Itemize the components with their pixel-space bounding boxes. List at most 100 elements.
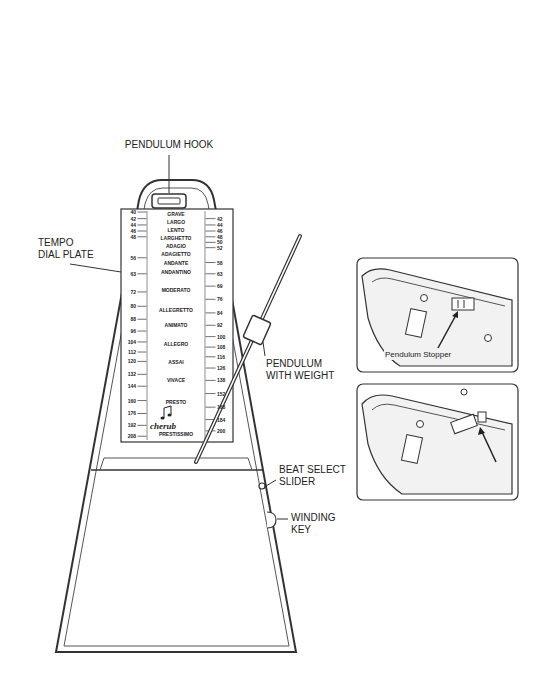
part-label: PENDULUM WITH WEIGHT — [266, 358, 340, 382]
tempo-number: 88 — [130, 317, 136, 322]
scale-tick — [206, 247, 216, 248]
screw — [417, 421, 424, 428]
tempo-number: 208 — [128, 434, 136, 439]
tempo-marking: LARGO — [167, 220, 185, 225]
arrow-line — [482, 432, 496, 462]
tempo-number: 96 — [130, 329, 136, 334]
base-underside — [362, 269, 512, 366]
scale-tick — [206, 273, 216, 274]
tempo-number: 80 — [130, 304, 136, 309]
tempo-marking: ANIMATO — [165, 323, 188, 328]
stopper-detail — [464, 300, 465, 308]
tempo-number: 84 — [217, 310, 223, 315]
pendulum-recess — [100, 458, 252, 470]
tempo-marking: ALLEGRO — [164, 342, 188, 347]
tempo-marking: LENTO — [168, 228, 185, 233]
arrow-line — [438, 315, 456, 348]
scale-tick — [138, 224, 147, 225]
arrow-head — [478, 427, 485, 435]
base-edge — [372, 278, 505, 306]
arrow-head — [452, 311, 458, 318]
tempo-number: 100 — [217, 334, 225, 339]
tempo-number: 69 — [217, 284, 223, 289]
scale-tick — [206, 236, 216, 237]
scale-tick — [206, 368, 216, 369]
scale-tick — [206, 224, 216, 225]
inset-label: Pendulum Stopper — [384, 350, 452, 360]
tempo-marking: ADAGIETTO — [161, 252, 190, 257]
scale-tick — [138, 331, 147, 332]
pendulum-rod — [196, 236, 300, 462]
tempo-number: 50 — [217, 240, 223, 245]
note-icon — [164, 406, 171, 418]
scale-tick — [138, 374, 147, 375]
pendulum-rod — [196, 236, 300, 462]
tempo-number: 42 — [217, 216, 223, 221]
tempo-marking: ADAGIO — [166, 244, 186, 249]
base-line — [91, 469, 262, 471]
scale-tick — [206, 262, 216, 263]
tempo-number: 44 — [130, 222, 136, 227]
tempo-number: 46 — [217, 229, 223, 234]
leader-line — [70, 264, 121, 272]
leader-line — [266, 480, 276, 486]
tempo-number: 168 — [217, 405, 225, 410]
tempo-number: 52 — [217, 245, 223, 250]
screw — [485, 335, 492, 342]
tempo-number: 63 — [130, 271, 136, 276]
scale-tick — [138, 352, 147, 353]
tempo-number: 184 — [217, 417, 225, 422]
tempo-number: 116 — [217, 354, 225, 359]
tempo-number: 132 — [128, 372, 136, 377]
pendulum-weight — [243, 315, 271, 345]
scale-tick — [206, 231, 216, 232]
scale-tick — [138, 386, 147, 387]
note-icon — [161, 417, 165, 420]
tempo-number: 63 — [217, 271, 223, 276]
stopper-detail — [478, 412, 486, 422]
scale-tick — [138, 273, 147, 274]
tempo-number: 138 — [217, 378, 225, 383]
scale-tick — [206, 242, 216, 243]
inset-frame — [357, 258, 518, 372]
scale-tick — [206, 218, 216, 219]
tempo-number: 200 — [217, 428, 225, 433]
scale-tick — [138, 218, 147, 219]
scale-tick — [138, 291, 147, 292]
tempo-number: 46 — [130, 229, 136, 234]
tempo-number: 108 — [217, 345, 225, 350]
pendulum-stopper — [451, 414, 478, 433]
scale-tick — [138, 231, 147, 232]
tempo-marking: PRESTO — [166, 400, 186, 405]
scale-tick — [138, 257, 147, 258]
tempo-marking: MODERATO — [162, 288, 191, 293]
tempo-number: 58 — [217, 260, 223, 265]
brand-logo: cherub — [150, 421, 176, 431]
scale-tick — [206, 407, 216, 408]
tempo-marking: PRESTISSIMO — [159, 432, 193, 437]
tempo-number: 56 — [130, 255, 136, 260]
scale-tick — [138, 361, 147, 362]
screw — [421, 295, 428, 302]
tempo-number: 48 — [217, 234, 223, 239]
leader-line — [263, 342, 265, 356]
tempo-marking: GRAVE — [167, 212, 184, 217]
scale-tick — [206, 312, 216, 313]
scale-tick — [206, 299, 216, 300]
tempo-number: 192 — [128, 423, 136, 428]
scale-tick — [206, 286, 216, 287]
part-label: BEAT SELECT SLIDER — [279, 464, 359, 488]
scale-line — [205, 211, 206, 440]
scale-tick — [138, 436, 147, 437]
scale-tick — [206, 380, 216, 381]
tempo-marking: ANDANTE — [164, 261, 188, 266]
scale-tick — [138, 212, 147, 213]
tempo-number: 144 — [128, 384, 136, 389]
leader-line — [277, 519, 288, 520]
tempo-dial-plate — [121, 209, 233, 442]
screw — [461, 389, 467, 395]
tempo-marking: ALLEGRETTO — [159, 308, 193, 313]
tempo-number: 176 — [128, 411, 136, 416]
base-underside — [362, 395, 512, 494]
stopper-detail — [458, 300, 459, 308]
